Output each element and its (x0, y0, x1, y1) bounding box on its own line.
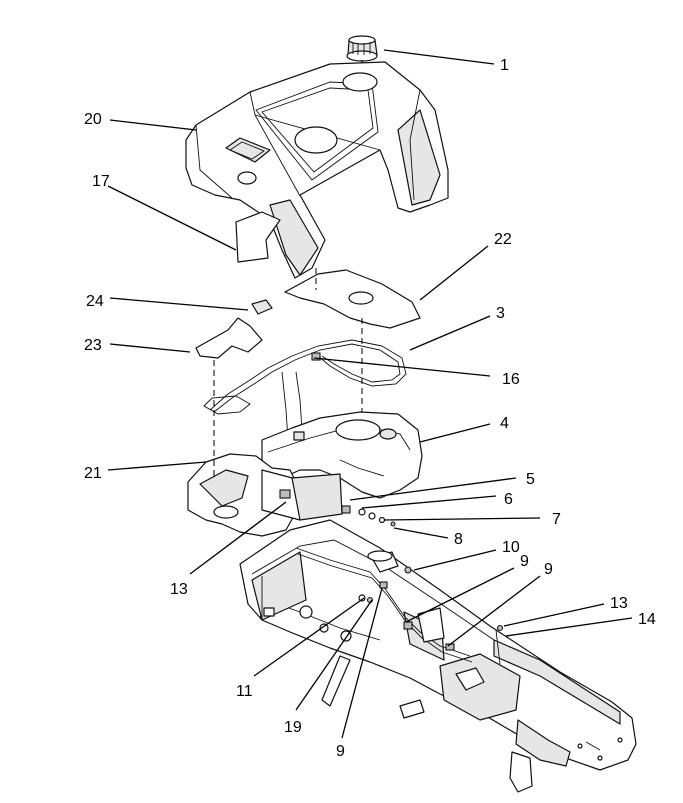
callout-9-upper-left: 9 (520, 553, 529, 570)
callout-23: 23 (84, 337, 102, 354)
callout-17: 17 (92, 173, 110, 190)
callout-8: 8 (454, 531, 463, 548)
callout-13-left: 13 (170, 581, 188, 598)
callout-1: 1 (500, 57, 509, 74)
fuel-tank (261, 411, 423, 499)
callout-9-upper-right: 9 (544, 561, 553, 578)
hood-fender-shroud (185, 61, 449, 279)
tractor-frame (239, 519, 637, 793)
callout-24: 24 (86, 293, 104, 310)
callout-10: 10 (502, 539, 520, 556)
small-bracket-plate (195, 317, 263, 359)
callout-19: 19 (284, 719, 302, 736)
callout-9-bottom: 9 (336, 743, 345, 760)
callout-14: 14 (638, 611, 656, 628)
frame-wiring-harness (295, 547, 504, 665)
callout-labels: 1 20 17 22 24 3 23 16 4 21 5 6 7 8 13 10… (84, 57, 656, 760)
seat-pan-support (187, 453, 351, 537)
fuel-line-loop (203, 339, 407, 441)
callout-20: 20 (84, 111, 102, 128)
callout-7: 7 (552, 511, 561, 528)
callout-16: 16 (502, 371, 520, 388)
callout-11: 11 (236, 683, 253, 700)
callout-3: 3 (496, 305, 505, 322)
callout-6: 6 (504, 491, 513, 508)
callout-4: 4 (500, 415, 509, 432)
fuel-cap (346, 35, 378, 74)
callout-21: 21 (84, 465, 102, 482)
leader-lines (107, 49, 633, 739)
hardware-stack (358, 508, 396, 527)
hood-side-panel (235, 211, 281, 263)
callout-22: 22 (494, 231, 512, 248)
small-pad (251, 299, 273, 315)
alignment-lines (213, 268, 363, 478)
callout-13-right: 13 (610, 595, 628, 612)
callout-5: 5 (526, 471, 535, 488)
tank-cover-plate (284, 269, 421, 329)
